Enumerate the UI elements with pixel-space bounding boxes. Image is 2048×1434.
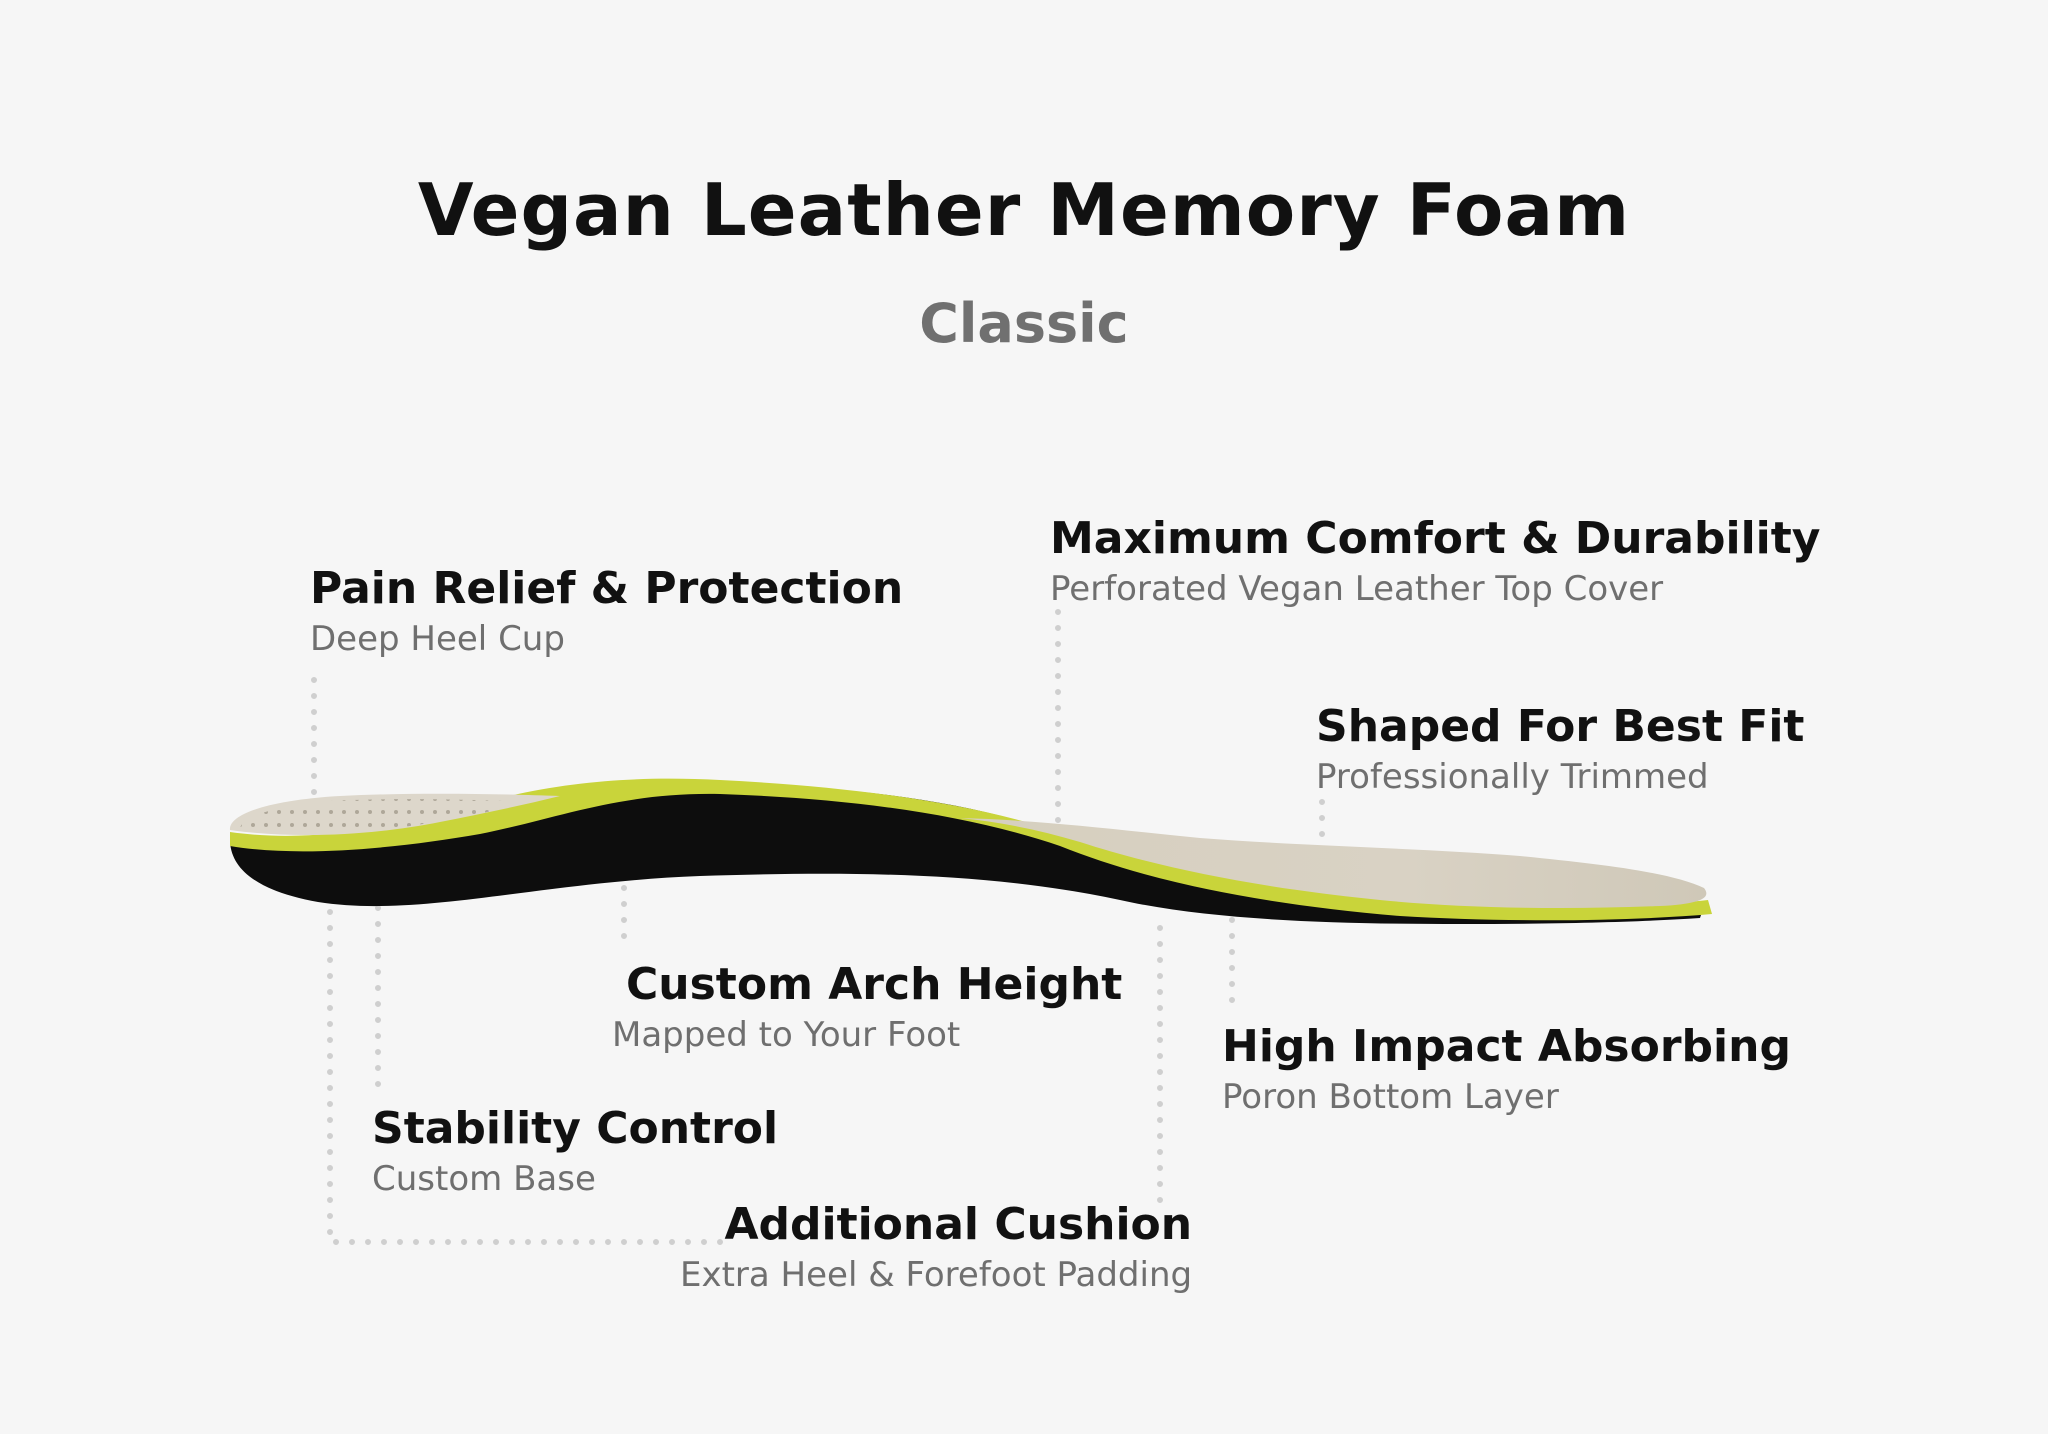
feature-pain-relief: Pain Relief & Protection Deep Heel Cup (310, 562, 903, 662)
feature-arch-height: Custom Arch Height Mapped to Your Foot (612, 958, 1122, 1058)
feature-cushion: Additional Cushion Extra Heel & Forefoot… (680, 1198, 1192, 1298)
page-title: Vegan Leather Memory Foam (417, 168, 1631, 252)
feature-stability-title: Stability Control (372, 1103, 779, 1154)
insole-heel-perforation (240, 799, 530, 835)
feature-max-comfort-title: Maximum Comfort & Durability (1050, 513, 1821, 564)
feature-max-comfort-detail: Perforated Vegan Leather Top Cover (1050, 569, 1664, 609)
feature-cushion-title: Additional Cushion (724, 1199, 1193, 1250)
insole-forefoot-cover (960, 818, 1707, 908)
feature-stability: Stability Control Custom Base (372, 1102, 778, 1202)
insole (229, 778, 1712, 924)
feature-best-fit-title: Shaped For Best Fit (1316, 701, 1805, 752)
feature-max-comfort: Maximum Comfort & Durability Perforated … (1050, 512, 1820, 612)
feature-impact-title: High Impact Absorbing (1222, 1021, 1791, 1072)
feature-impact: High Impact Absorbing Poron Bottom Layer (1222, 1020, 1791, 1120)
feature-pain-relief-title: Pain Relief & Protection (310, 563, 904, 614)
feature-arch-height-title: Custom Arch Height (626, 959, 1123, 1010)
page-subtitle: Classic (919, 292, 1129, 355)
feature-pain-relief-detail: Deep Heel Cup (310, 619, 565, 659)
feature-best-fit-detail: Professionally Trimmed (1316, 757, 1709, 797)
insole-base (230, 784, 1704, 924)
feature-impact-detail: Poron Bottom Layer (1222, 1077, 1559, 1117)
feature-best-fit: Shaped For Best Fit Professionally Trimm… (1316, 700, 1804, 800)
feature-cushion-detail: Extra Heel & Forefoot Padding (680, 1255, 1193, 1295)
feature-arch-height-detail: Mapped to Your Foot (612, 1015, 961, 1055)
feature-stability-detail: Custom Base (372, 1159, 596, 1199)
